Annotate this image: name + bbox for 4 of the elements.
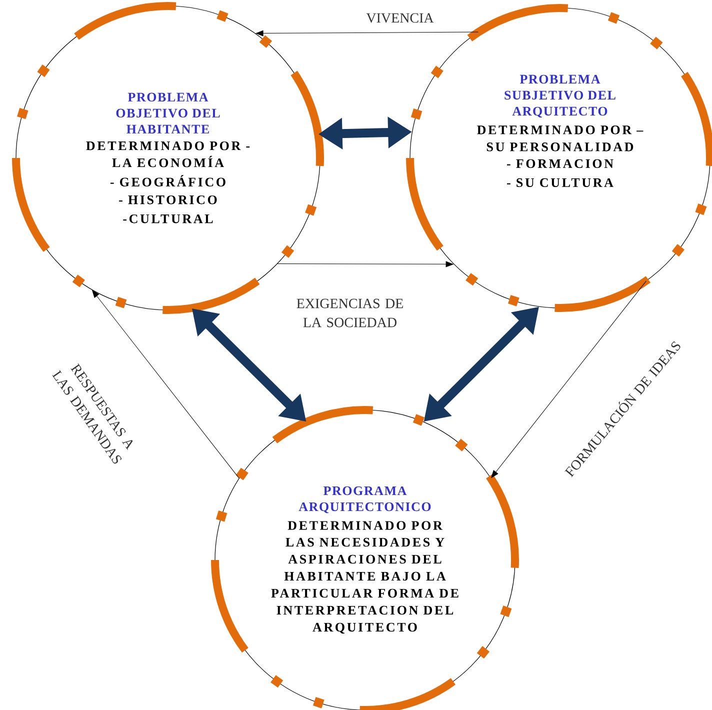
arrow [92,290,240,478]
arrow [491,280,646,478]
arrow [277,261,454,268]
edge-label: EXIGENCIAS DE LA SOCIEDAD [296,298,403,328]
